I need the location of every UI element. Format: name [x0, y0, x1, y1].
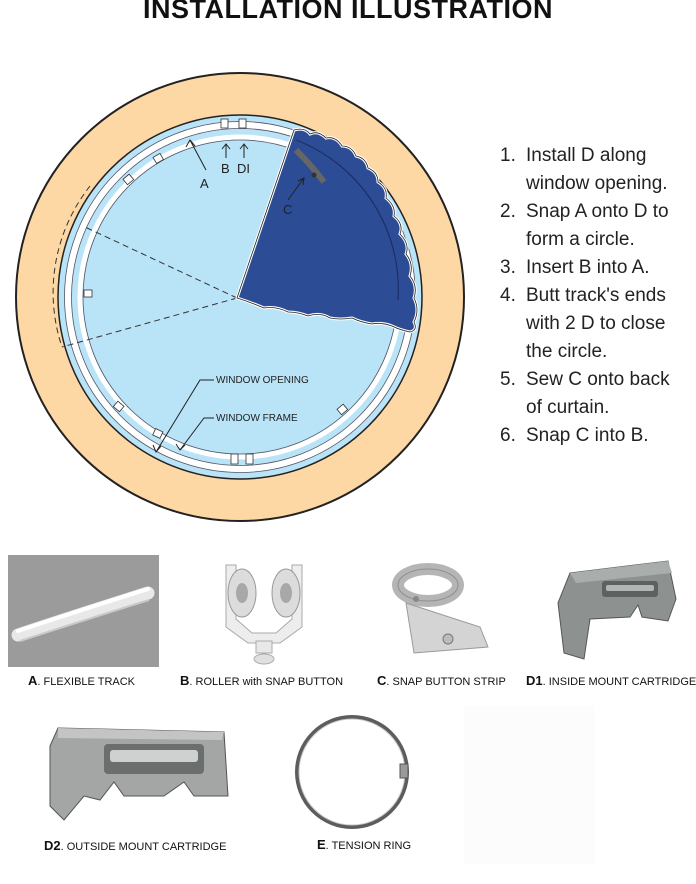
part-c-caption: C. SNAP BUTTON STRIP: [377, 673, 506, 688]
step-item: 5. Sew C onto back of curtain.: [500, 366, 696, 422]
snap-strip: [293, 147, 327, 184]
part-letter: C: [377, 673, 387, 688]
part-name: . SNAP BUTTON STRIP: [386, 676, 506, 688]
installation-steps: 1. Install D along window opening. 2. Snap …: [500, 142, 696, 450]
step-number: 4.: [500, 285, 516, 306]
snap-strip-photo: [392, 563, 489, 654]
step-text: form a circle.: [526, 229, 635, 250]
part-d1-caption: D1. INSIDE MOUNT CARTRIDGE: [526, 673, 696, 688]
part-letter: D1: [526, 673, 543, 688]
outside-mount-cartridge-photo: [49, 727, 229, 821]
step-text: Snap A onto D to: [526, 201, 669, 222]
part-name: . TENSION RING: [325, 840, 412, 852]
snap-button-dot: [311, 172, 317, 178]
flexible-track-photo: [8, 555, 159, 667]
part-name: . INSIDE MOUNT CARTRIDGE: [542, 676, 696, 688]
step-text: Insert B into A.: [526, 257, 650, 278]
step-text: Install D along: [526, 145, 647, 166]
part-letter: B: [180, 673, 190, 688]
page-title: INSTALLATION ILLUSTRATION: [143, 0, 553, 24]
step-text: Snap C into B.: [526, 425, 649, 446]
step-number: 1.: [500, 145, 516, 166]
step-text: with 2 D to close: [526, 313, 666, 334]
track-on-curtain: [295, 139, 399, 301]
part-name: . FLEXIBLE TRACK: [37, 676, 135, 688]
step-number: 2.: [500, 201, 516, 222]
step-text: window opening.: [526, 173, 668, 194]
curtain-outline: [236, 128, 418, 333]
part-d2-caption: D2. OUTSIDE MOUNT CARTRIDGE: [44, 838, 226, 853]
part-letter: D2: [44, 838, 61, 853]
roller-photo: [225, 564, 303, 665]
step-text: the circle.: [526, 341, 608, 362]
empty-image-slot: [464, 706, 594, 864]
step-text: of curtain.: [526, 397, 610, 418]
part-e: E. TENSION RING: [290, 712, 440, 860]
part-d1: D1. INSIDE MOUNT CARTRIDGE: [526, 555, 696, 695]
step-number: 5.: [500, 369, 516, 390]
callout-arrows: [152, 139, 305, 453]
step-number: 6.: [500, 425, 516, 446]
step-text: Butt track's ends: [526, 285, 666, 306]
part-e-caption: E. TENSION RING: [317, 837, 411, 852]
installation-diagram: A B DI C WINDOW OPENING WINDOW FRAME: [15, 72, 465, 522]
step-item: 3. Insert B into A.: [500, 254, 696, 282]
callout-b: B: [221, 161, 230, 176]
callout-a: A: [200, 176, 209, 191]
part-letter: E: [317, 837, 326, 852]
part-name: . ROLLER with SNAP BUTTON: [189, 676, 344, 688]
dashed-guides: [52, 185, 238, 348]
part-b-caption: B. ROLLER with SNAP BUTTON: [180, 673, 343, 688]
callout-window-opening: WINDOW OPENING: [216, 375, 309, 386]
step-item: 4. Butt track's ends with 2 D to close the …: [500, 282, 696, 366]
part-c: C. SNAP BUTTON STRIP: [376, 555, 526, 695]
step-item: 6. Snap C into B.: [500, 422, 696, 450]
part-d2: D2. OUTSIDE MOUNT CARTRIDGE: [28, 720, 278, 860]
tension-ring-photo: [295, 715, 409, 829]
part-letter: A: [28, 673, 38, 688]
roller-markers: [83, 118, 349, 465]
step-text: Sew C onto back: [526, 369, 670, 390]
part-b: B. ROLLER with SNAP BUTTON: [178, 555, 358, 695]
step-item: 2. Snap A onto D to form a circle.: [500, 198, 696, 254]
callout-window-frame: WINDOW FRAME: [216, 413, 298, 424]
step-number: 3.: [500, 257, 516, 278]
step-item: 1. Install D along window opening.: [500, 142, 696, 198]
part-a: A. FLEXIBLE TRACK: [8, 555, 180, 695]
callout-d1: DI: [237, 161, 250, 176]
inside-mount-cartridge-photo: [557, 560, 677, 660]
part-a-caption: A. FLEXIBLE TRACK: [28, 673, 135, 688]
part-name: . OUTSIDE MOUNT CARTRIDGE: [60, 841, 227, 853]
callout-c: C: [283, 202, 292, 217]
